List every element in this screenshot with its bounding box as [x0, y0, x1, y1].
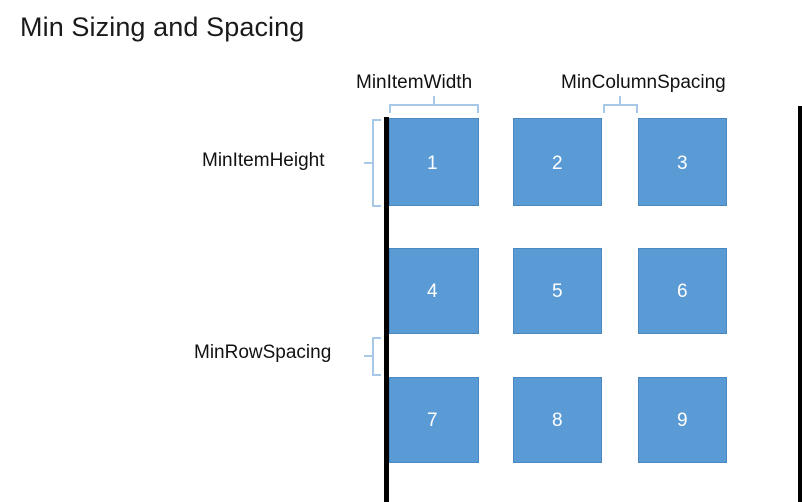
grid-item-label: 8 — [552, 410, 563, 431]
grid-item[interactable] — [389, 377, 479, 463]
grid-item[interactable] — [638, 377, 727, 463]
grid-item-label: 6 — [677, 281, 688, 302]
grid-item[interactable] — [638, 118, 727, 206]
tick-min-item-height — [364, 162, 373, 164]
grid-item-label: 7 — [427, 410, 438, 431]
grid-item-label: 4 — [427, 281, 438, 302]
callout-min-column-spacing: MinColumnSpacing — [561, 72, 726, 93]
grid-item-label: 5 — [552, 281, 563, 302]
grid-item[interactable] — [638, 248, 727, 334]
callout-min-item-height: MinItemHeight — [202, 150, 325, 171]
grid-item[interactable] — [389, 118, 479, 206]
tick-min-column-spacing — [619, 96, 621, 105]
tick-min-item-width — [433, 96, 435, 105]
bracket-min-column-spacing — [603, 104, 638, 113]
grid-item-label: 2 — [552, 153, 563, 174]
grid-item-label: 3 — [677, 153, 688, 174]
grid-item[interactable] — [513, 118, 602, 206]
grid-item[interactable] — [513, 248, 602, 334]
grid-item[interactable] — [513, 377, 602, 463]
callout-min-item-width: MinItemWidth — [356, 72, 473, 93]
callout-min-row-spacing: MinRowSpacing — [194, 342, 332, 363]
grid-item-label: 9 — [677, 410, 688, 431]
left-boundary-rail — [384, 117, 389, 502]
bracket-min-item-width — [389, 104, 479, 113]
tick-min-row-spacing — [364, 355, 373, 357]
bracket-min-row-spacing — [372, 337, 381, 376]
grid-item[interactable] — [389, 248, 479, 334]
page-title: Min Sizing and Spacing — [20, 12, 305, 42]
right-boundary-rail — [798, 106, 802, 502]
grid-item-label: 1 — [427, 153, 438, 174]
bracket-min-item-height — [372, 119, 381, 207]
